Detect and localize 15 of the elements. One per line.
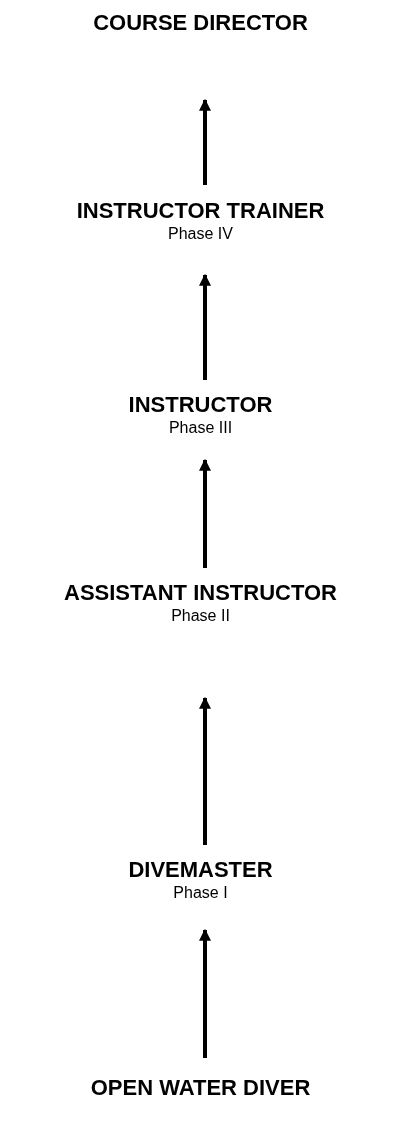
- phase-label: Phase I: [173, 883, 228, 903]
- rank-title: DIVEMASTER: [128, 857, 273, 883]
- arrow: [199, 928, 211, 1058]
- rank-title: COURSE DIRECTOR: [93, 10, 308, 36]
- rank-title: INSTRUCTOR: [128, 392, 273, 418]
- phase-label: Phase III: [168, 418, 233, 438]
- arrow: [199, 696, 211, 845]
- arrow: [199, 458, 211, 568]
- phase-label: Phase II: [171, 606, 230, 626]
- arrow: [199, 273, 211, 380]
- rank-title: OPEN WATER DIVER: [90, 1075, 311, 1101]
- rank-title: INSTRUCTOR TRAINER: [76, 198, 325, 224]
- arrow: [199, 98, 211, 185]
- rank-title: ASSISTANT INSTRUCTOR: [64, 580, 337, 606]
- phase-label: Phase IV: [168, 224, 233, 244]
